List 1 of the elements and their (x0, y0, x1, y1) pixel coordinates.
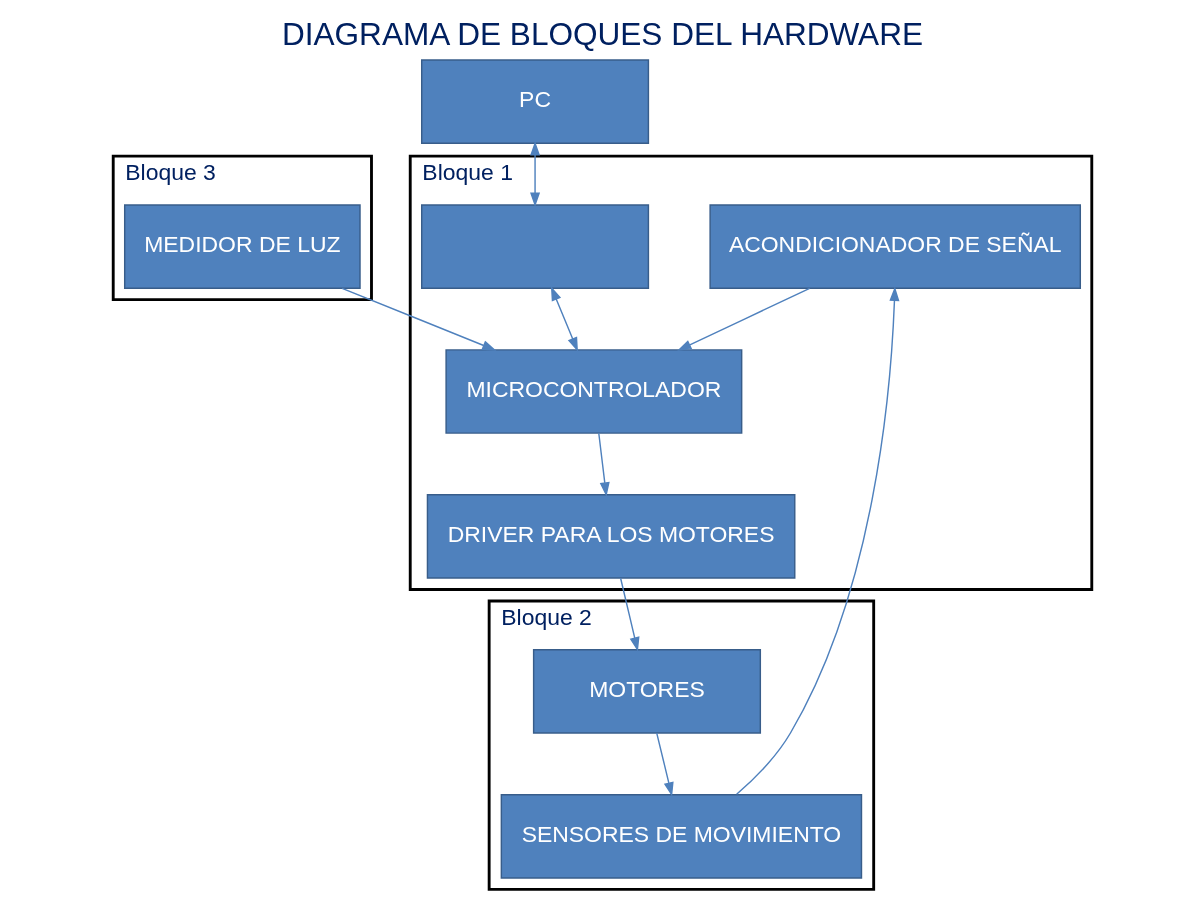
diagram-title: DIAGRAMA DE BLOQUES DEL HARDWARE (281, 16, 923, 53)
